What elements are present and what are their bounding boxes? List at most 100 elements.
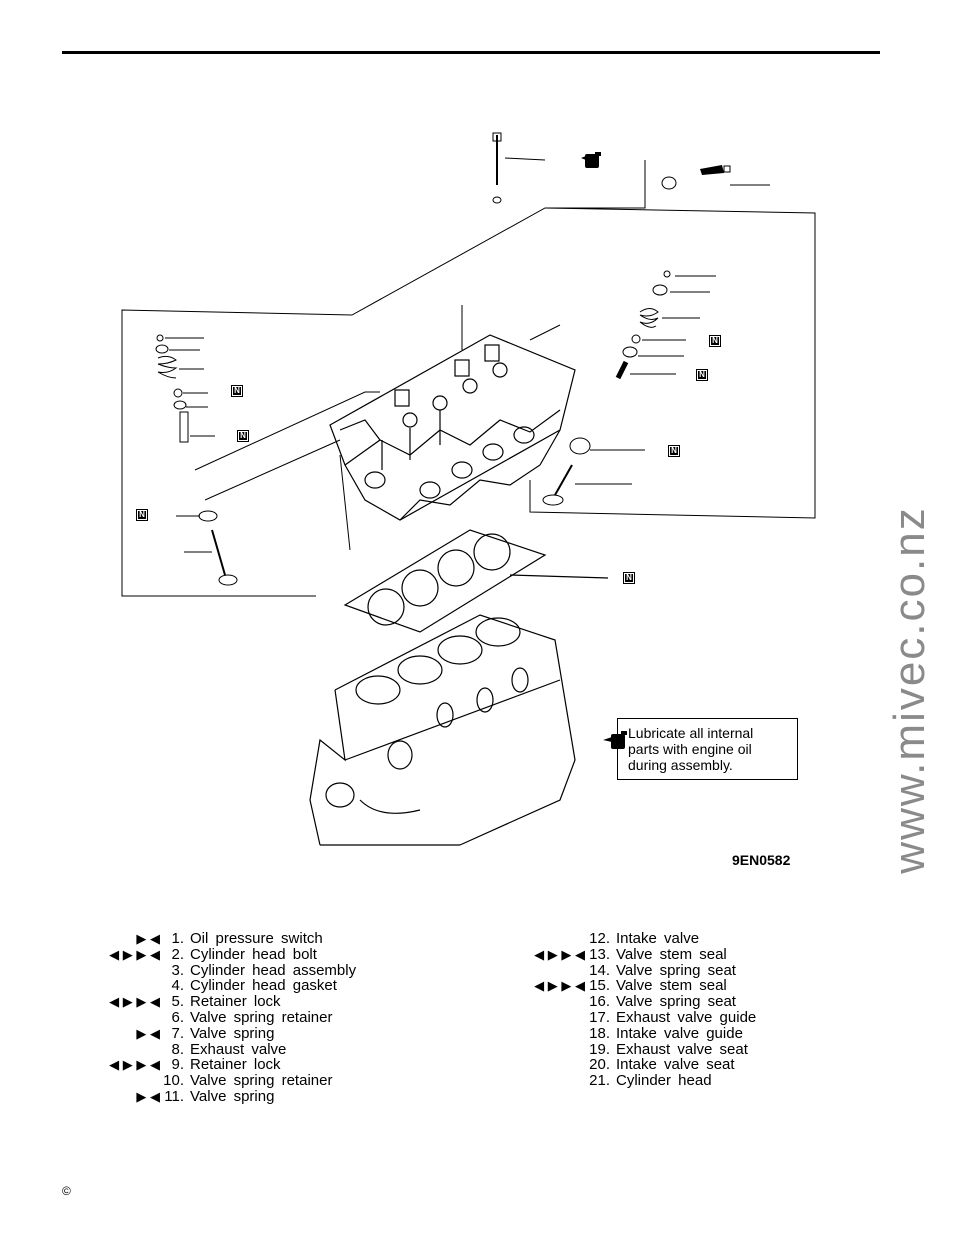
parts-list-item: ◀ ▶ ▶ ◀15. Valve stem seal [0,978,954,994]
parts-list-item: 12. Intake valve [0,931,954,947]
parts-list-item: ▶ ◀ 1. Oil pressure switch [0,931,954,947]
part-name: Oil pressure switch [190,930,323,947]
parts-list-item: 4. Cylinder head gasket [0,978,954,994]
new-part-icon: N [623,572,635,584]
part-number: 6. [171,1008,184,1026]
figure-id: 9EN0582 [732,852,791,868]
parts-list-item: ▶ ◀ 7. Valve spring [0,1024,954,1042]
top-rule [62,51,880,54]
parts-list-item: 10. Valve spring retainer [0,1073,954,1089]
part-number: 16. [589,993,610,1011]
watermark: www.mivec.co.nz [885,506,934,874]
parts-list-item: 3. Cylinder head assembly [0,961,954,979]
part-number: 20. [589,1056,610,1074]
left-valve-train [155,334,238,586]
part-name: Retainer lock [190,1056,281,1074]
parts-list-item: 17. Exhaust valve guide [0,1010,954,1026]
part-name: Intake valve [616,930,700,947]
part-number: 17. [589,1008,610,1026]
exploded-view-diagram [121,132,816,846]
part-number: 9. [171,1056,184,1074]
parts-list-item: ◀ ▶ ▶ ◀ 2. Cylinder head bolt [0,945,954,963]
part-number: 1. [171,930,184,947]
service-marks: ◀ ▶ ▶ ◀ [534,978,585,994]
part-number: 5. [171,993,184,1011]
part-number: 12. [589,930,610,947]
part-name: Cylinder head assembly [190,961,357,979]
service-marks: ◀ ▶ ▶ ◀ [109,994,160,1010]
parts-list-right: 12.Intake valve◀ ▶ ▶ ◀13.Valve stem seal… [0,931,954,1089]
new-part-icon: N [237,430,249,442]
oil-can-icon [603,731,627,749]
part-number: 8. [171,1040,184,1058]
service-marks: ◀ ▶ ▶ ◀ [534,946,585,962]
part-number: 2. [171,945,184,963]
part-number: 11. [164,1087,184,1105]
cylinder-head-drawing [329,334,576,521]
parts-list-item: 20.Intake valve seat [0,1057,954,1073]
cylinder-head-bolt [492,132,546,204]
service-marks: ▶ ◀ [136,1025,160,1041]
parts-list-item: 6. Valve spring retainer [0,1010,954,1026]
parts-list-item: 8. Exhaust valve [0,1040,954,1058]
note-line: Lubricate all internal [628,725,754,741]
copyright-mark: © [62,1184,71,1198]
part-name: Valve spring [190,1024,275,1042]
part-number: 3. [171,961,184,979]
part-number: 14. [589,961,610,979]
new-part-icon: N [231,385,243,397]
parts-list-item: 16. Valve spring seat [0,994,954,1010]
part-number: 19. [589,1040,610,1058]
part-name: Cylinder head [616,1072,712,1090]
left-valve-bracket [194,391,380,471]
parts-list-item: 21. Cylinder head [0,1073,954,1089]
part-name: Cylinder head bolt [190,945,317,963]
cylinder-block-drawing [309,614,576,846]
part-name: Valve spring seat [616,961,736,979]
right-group-outline [529,207,816,519]
new-part-icon: N [696,369,708,381]
left-valve-bracket-2 [204,439,341,501]
parts-list-item: ◀ ▶ ▶ ◀13.Valve stem seal [0,945,954,963]
parts-list-item: 19. Exhaust valve seat [0,1040,954,1058]
note-line: parts with engine oil [628,741,752,757]
part-name: Exhaust valve [190,1040,287,1058]
new-part-icon: N [709,335,721,347]
part-name: Valve spring retainer [190,1072,333,1090]
part-name: Valve spring seat [616,993,736,1011]
part-number: 7. [171,1024,184,1042]
part-name: Valve spring [190,1087,275,1105]
lubrication-note: Lubricate all internal parts with engine… [617,718,798,780]
oil-pressure-switch [661,176,770,190]
part-number: 10. [163,1072,184,1090]
parts-list-item: ◀ ▶ ▶ ◀ 9. Retainer lock [0,1057,954,1073]
part-name: Valve stem seal [616,945,727,963]
service-marks: ◀ ▶ ▶ ◀ [109,1057,160,1073]
sealant-tube-icon [700,165,731,175]
right-valve-train [542,270,716,506]
upper-group-outline [121,160,646,597]
part-name: Exhaust valve seat [616,1040,748,1058]
new-part-icon: N [136,509,148,521]
part-number: 13. [589,945,610,963]
part-number: 4. [171,977,184,995]
parts-list-item: 14. Valve spring seat [0,961,954,979]
part-name: Valve spring retainer [190,1008,333,1026]
part-number: 15. [589,977,610,995]
parts-list-left: ▶ ◀ 1. Oil pressure switch ◀ ▶ ▶ ◀ 2. Cylinde… [0,931,954,1105]
service-marks: ▶ ◀ [136,931,160,946]
part-number: 18. [589,1024,610,1042]
new-part-icon: N [668,445,680,457]
oil-can-icon [581,152,601,168]
service-marks: ▶ ◀ [136,1088,160,1104]
service-marks: ◀ ▶ ▶ ◀ [109,946,160,962]
note-line: during assembly. [628,757,733,773]
parts-list-item: ◀ ▶ ▶ ◀ 5. Retainer lock [0,994,954,1010]
part-number: 21. [589,1072,610,1090]
part-name: Cylinder head gasket [190,977,337,995]
part-name: Exhaust valve guide [616,1008,757,1026]
parts-list-item: 18.Intake valve guide [0,1024,954,1042]
part-name: Retainer lock [190,993,281,1011]
cylinder-head-gasket-drawing [343,529,609,633]
part-name: Valve stem seal [616,977,727,995]
